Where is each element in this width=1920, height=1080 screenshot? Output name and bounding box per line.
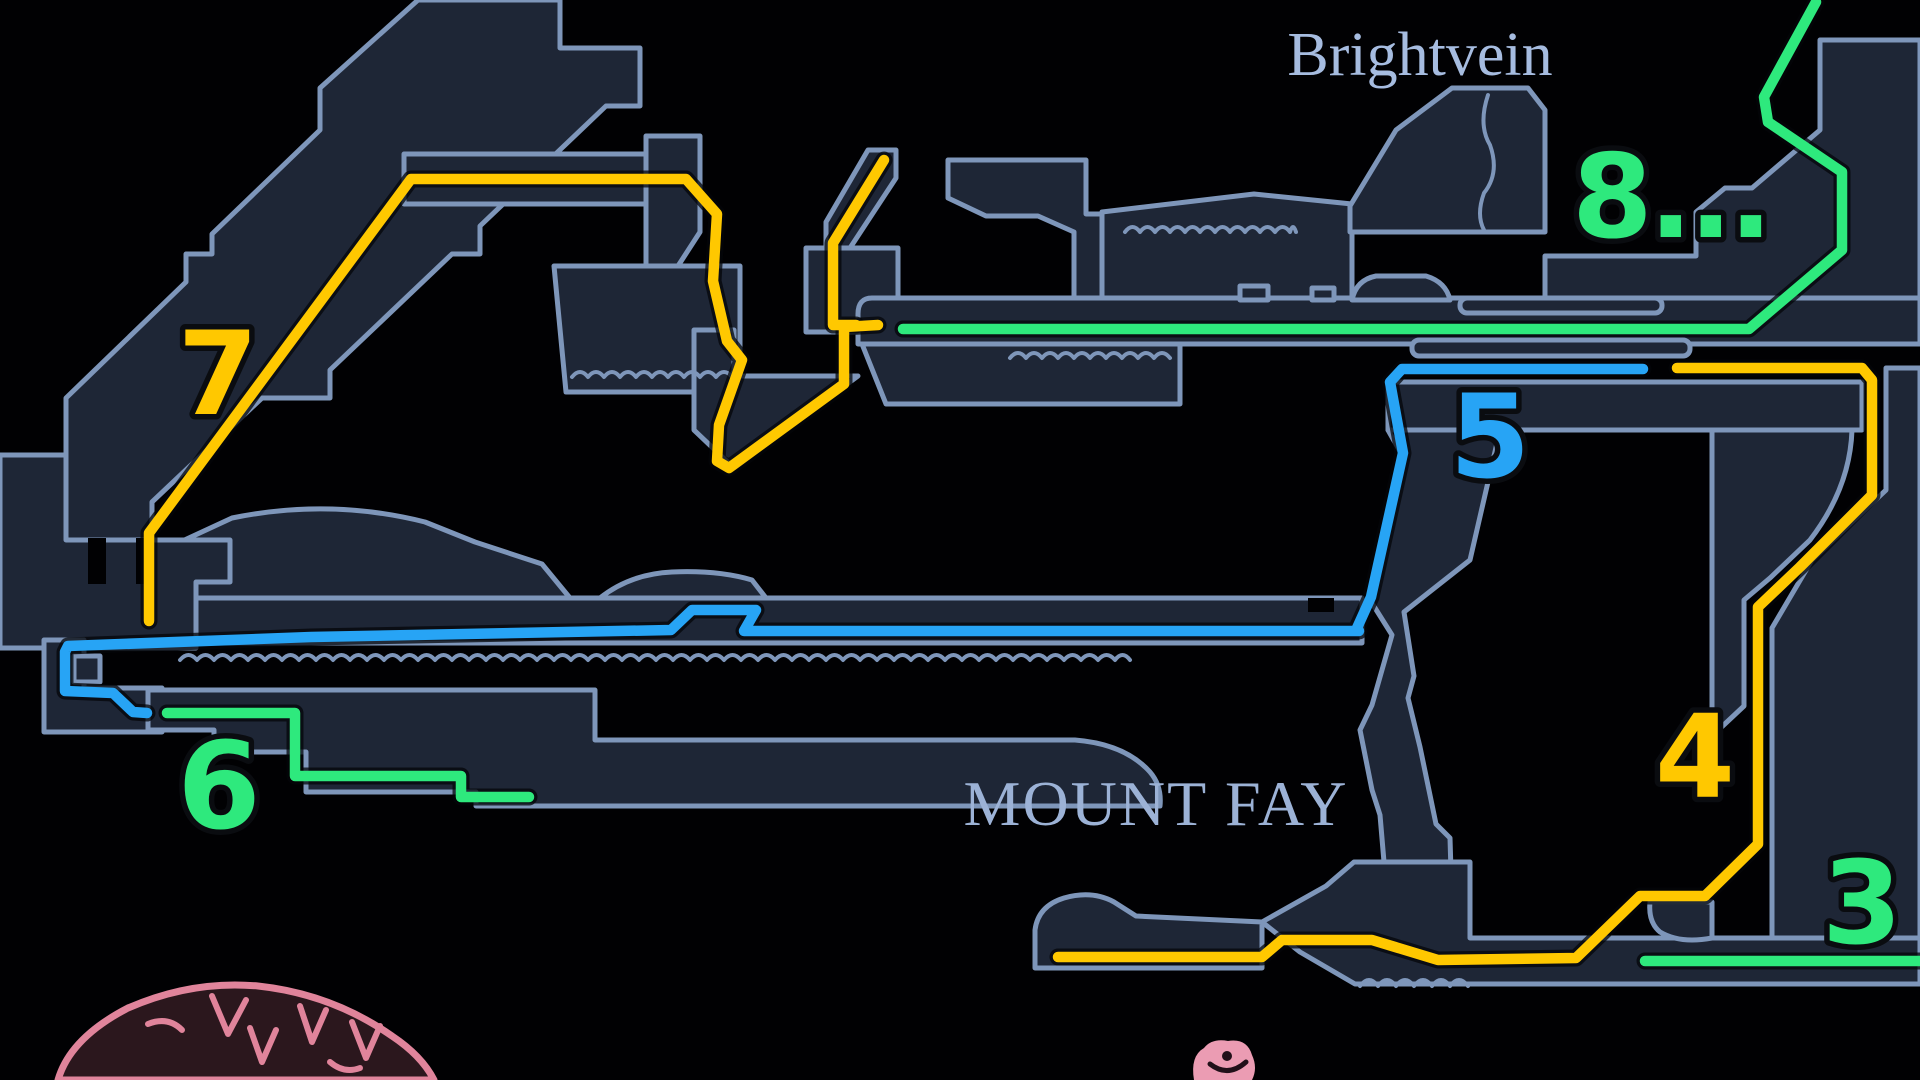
room-diagonal-corridor — [63, 0, 643, 595]
scallop-line-base — [1358, 978, 1470, 988]
route-marker-3: 3 — [1822, 837, 1902, 971]
room-bowl — [1709, 427, 1855, 739]
room-top-right-mass — [1542, 37, 1920, 301]
route-yellow-seven — [143, 173, 884, 627]
route-overlay — [56, 0, 1920, 970]
crack-line — [327, 1059, 363, 1073]
crack-line — [349, 1019, 383, 1061]
route-marker-4: 4 — [1655, 691, 1735, 825]
scallop-line-mid — [570, 370, 736, 379]
map-icons — [54, 981, 1255, 1080]
room-hills-west — [147, 506, 573, 601]
route-marker-8: 8... — [1572, 130, 1769, 265]
route-yellow-tip — [827, 154, 890, 331]
bump-small-b — [1309, 285, 1337, 303]
route-marker-7: 7 — [178, 307, 259, 442]
crack-line — [297, 1003, 329, 1045]
route-yellow-four — [1052, 362, 1878, 966]
corridor-bumps — [1237, 273, 1453, 303]
room-funnel — [945, 157, 1105, 301]
flower-bud-smile — [1207, 1059, 1249, 1073]
crack-line — [247, 1025, 279, 1065]
ledge-bar-upper — [1457, 295, 1665, 316]
region-label-mount-fay: MOUNT FAY — [964, 768, 1349, 839]
scallop-line-platform — [1123, 225, 1298, 234]
ledge-bar-lower — [1409, 337, 1693, 359]
room-hills-east — [597, 569, 769, 601]
boulder-icon — [54, 981, 438, 1080]
route-markers: 7 5 6 8... 4 3 — [172, 125, 1908, 977]
room-triangle-shaft — [691, 327, 861, 471]
room-tower — [643, 133, 703, 269]
flower-bud-eye — [1222, 1051, 1232, 1061]
peak-crack — [1478, 93, 1496, 232]
route-green-six — [161, 707, 535, 803]
room-platform-chamber — [1099, 191, 1355, 301]
route-marker-6: 6 — [177, 718, 261, 857]
crack-line — [145, 1018, 185, 1033]
scallop-line-undercut — [1008, 351, 1172, 360]
scallop-line-long — [178, 653, 1132, 662]
route-marker-5: 5 — [1450, 370, 1531, 505]
bump-small-a — [1237, 283, 1271, 303]
boulder-crack-lines — [145, 993, 383, 1073]
map-details — [178, 93, 1496, 988]
pillar-slot-a — [88, 538, 106, 584]
room-u-corner — [1647, 899, 1715, 943]
room-undercut — [859, 341, 1183, 407]
bump-dome — [1349, 273, 1453, 303]
flower-bud-icon — [1193, 1040, 1255, 1080]
region-label-brightvein: Brightvein — [1287, 21, 1552, 89]
route-green-eight — [897, 0, 1848, 335]
crack-line — [209, 993, 249, 1037]
room-brightvein-peak — [1347, 85, 1548, 235]
corridor-notch — [1308, 598, 1334, 612]
route-blue-five — [59, 363, 1649, 719]
detail-square — [71, 653, 103, 685]
